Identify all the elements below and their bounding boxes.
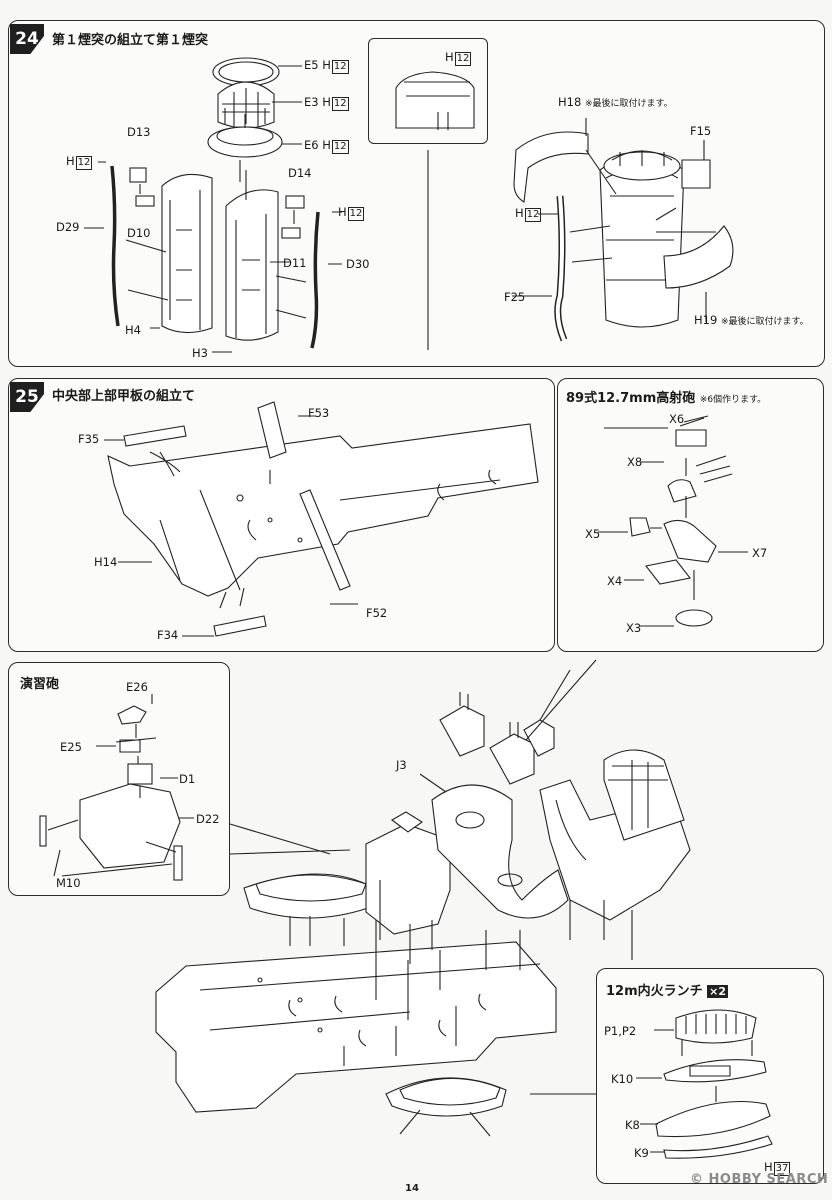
label-e26: E26 [126,680,148,694]
label-p1-p2: P1,P2 [604,1024,637,1038]
label-x5: X5 [585,527,601,541]
watermark: © HOBBY SEARCH [690,1172,829,1187]
launch-title: 12m内火ランチ ×2 [606,984,729,999]
label-k8: K8 [625,1118,640,1132]
label-f25: F25 [504,290,526,304]
label-f53: F53 [308,406,330,420]
label-x6: X6 [669,412,685,426]
label-d10: D10 [127,226,151,240]
label-d29: D29 [56,220,80,234]
label-m10: M10 [56,876,81,890]
label-f52: F52 [366,606,388,620]
label-d1: D1 [179,772,196,786]
label-d11: D11 [283,256,307,270]
label-h19: H19 ※最後に取付けます。 [694,313,809,327]
label-x3: X3 [626,621,642,635]
page-number: 14 [405,1183,419,1194]
label-j3: J3 [396,758,407,772]
practice-gun-title: 演習砲 [20,677,60,692]
label-h4: H4 [125,323,141,337]
label-d30: D30 [346,257,370,271]
label-h18: H18 ※最後に取付けます。 [558,95,673,109]
label-d13: D13 [127,125,151,139]
label-x4: X4 [607,574,623,588]
label-x8: X8 [627,455,643,469]
step-24-badge: 24 [10,24,44,54]
label-e25: E25 [60,740,82,754]
step-25-title: 中央部上部甲板の組立て [52,389,196,404]
step-24-title: 第１煙突の組立て第１煙突 [52,33,209,48]
label-f15: F15 [690,124,712,138]
label-d22: D22 [196,812,220,826]
label-f34: F34 [157,628,179,642]
label-f35: F35 [78,432,100,446]
label-k9: K9 [634,1146,649,1160]
label-h3: H3 [192,346,208,360]
label-d14: D14 [288,166,312,180]
label-k10: K10 [611,1072,634,1086]
label-h14: H14 [94,555,118,569]
practice-gun-box [8,662,230,896]
label-x7: X7 [752,546,768,560]
aa-gun-title: 89式12.7mm高射砲 ※6個作ります。 [566,391,767,406]
aa-gun-panel [557,378,824,652]
